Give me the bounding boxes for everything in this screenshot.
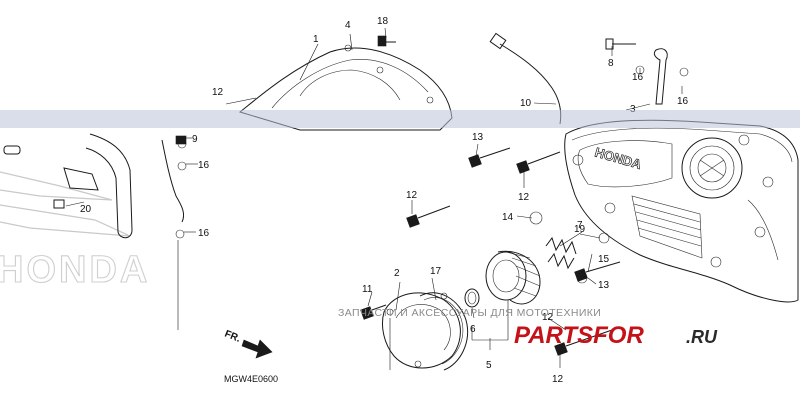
callout-labels: 1 2 3 4 5 6 7 8 9 10 11 12 12 12 12 12 1… [80, 16, 689, 385]
cover-brand-text: HONDA [593, 144, 644, 172]
callout-7: 7 [577, 220, 583, 231]
callout-17: 17 [430, 266, 442, 277]
front-label: FR. [223, 329, 242, 345]
background-honda-text: HONDA [0, 249, 150, 291]
bolt-part [574, 261, 621, 282]
watermark-logo-main: PARTSFOR [514, 322, 644, 349]
spring-part [529, 211, 610, 284]
oil-filter-part [485, 250, 541, 305]
bolt-part [516, 151, 561, 174]
background-brand-marking: HONDA [0, 171, 150, 292]
callout-16-right-a: 16 [632, 72, 644, 83]
callout-6: 6 [470, 324, 476, 335]
callout-12-mid: 12 [518, 192, 530, 203]
bolt-part [468, 147, 511, 168]
callout-5: 5 [486, 360, 492, 371]
callout-4: 4 [345, 20, 351, 31]
callout-12-lower: 12 [542, 312, 554, 323]
callout-10: 10 [520, 98, 532, 109]
callout-8: 8 [608, 58, 614, 69]
callout-16-left-a: 16 [198, 160, 210, 171]
drawing-code: MGW4E0600 [224, 374, 278, 384]
gasket-part [419, 292, 468, 371]
callout-12-upper: 12 [212, 87, 224, 98]
crankcase-cover-part: HONDA [564, 119, 799, 303]
front-direction-indicator: FR. [223, 329, 273, 359]
callout-13-lower: 13 [598, 280, 610, 291]
callout-9: 9 [192, 134, 198, 145]
filter-cover-part [381, 292, 461, 369]
o-ring-part [464, 288, 480, 308]
leader-lines [65, 27, 683, 370]
watermark-band [0, 110, 800, 128]
bolt-part [406, 205, 451, 228]
callout-16-left-b: 16 [198, 228, 210, 239]
callout-14: 14 [502, 212, 514, 223]
bolts [175, 35, 621, 356]
front-direction-arrow-icon [241, 339, 273, 359]
callout-18: 18 [377, 16, 389, 27]
callout-13-upper: 13 [472, 132, 484, 143]
callout-19: 19 [574, 224, 586, 235]
callout-15: 15 [598, 254, 610, 265]
bolt-part [554, 329, 613, 356]
hose-assembly-part [3, 133, 187, 239]
watermark: ЗАПЧАСТИ И АКСЕССУАРЫ ДЛЯ МОТОТЕХНИКИ PA… [338, 307, 718, 349]
bolt-part [377, 35, 396, 47]
callout-3: 3 [630, 104, 636, 115]
callout-20: 20 [80, 204, 92, 215]
callout-12-bottom: 12 [552, 374, 564, 385]
callout-16-right-b: 16 [677, 96, 689, 107]
stay-bracket-part [605, 38, 689, 105]
callout-12-left: 12 [406, 190, 418, 201]
upper-cover-part [238, 44, 453, 131]
bolt-part [360, 304, 387, 320]
callout-1: 1 [313, 34, 319, 45]
watermark-logo-tld: .RU [686, 327, 718, 347]
callout-11: 11 [362, 284, 373, 295]
watermark-caption: ЗАПЧАСТИ И АКСЕССУАРЫ ДЛЯ МОТОТЕХНИКИ [338, 307, 601, 319]
callout-2: 2 [394, 268, 400, 279]
bolt-part [175, 135, 187, 145]
